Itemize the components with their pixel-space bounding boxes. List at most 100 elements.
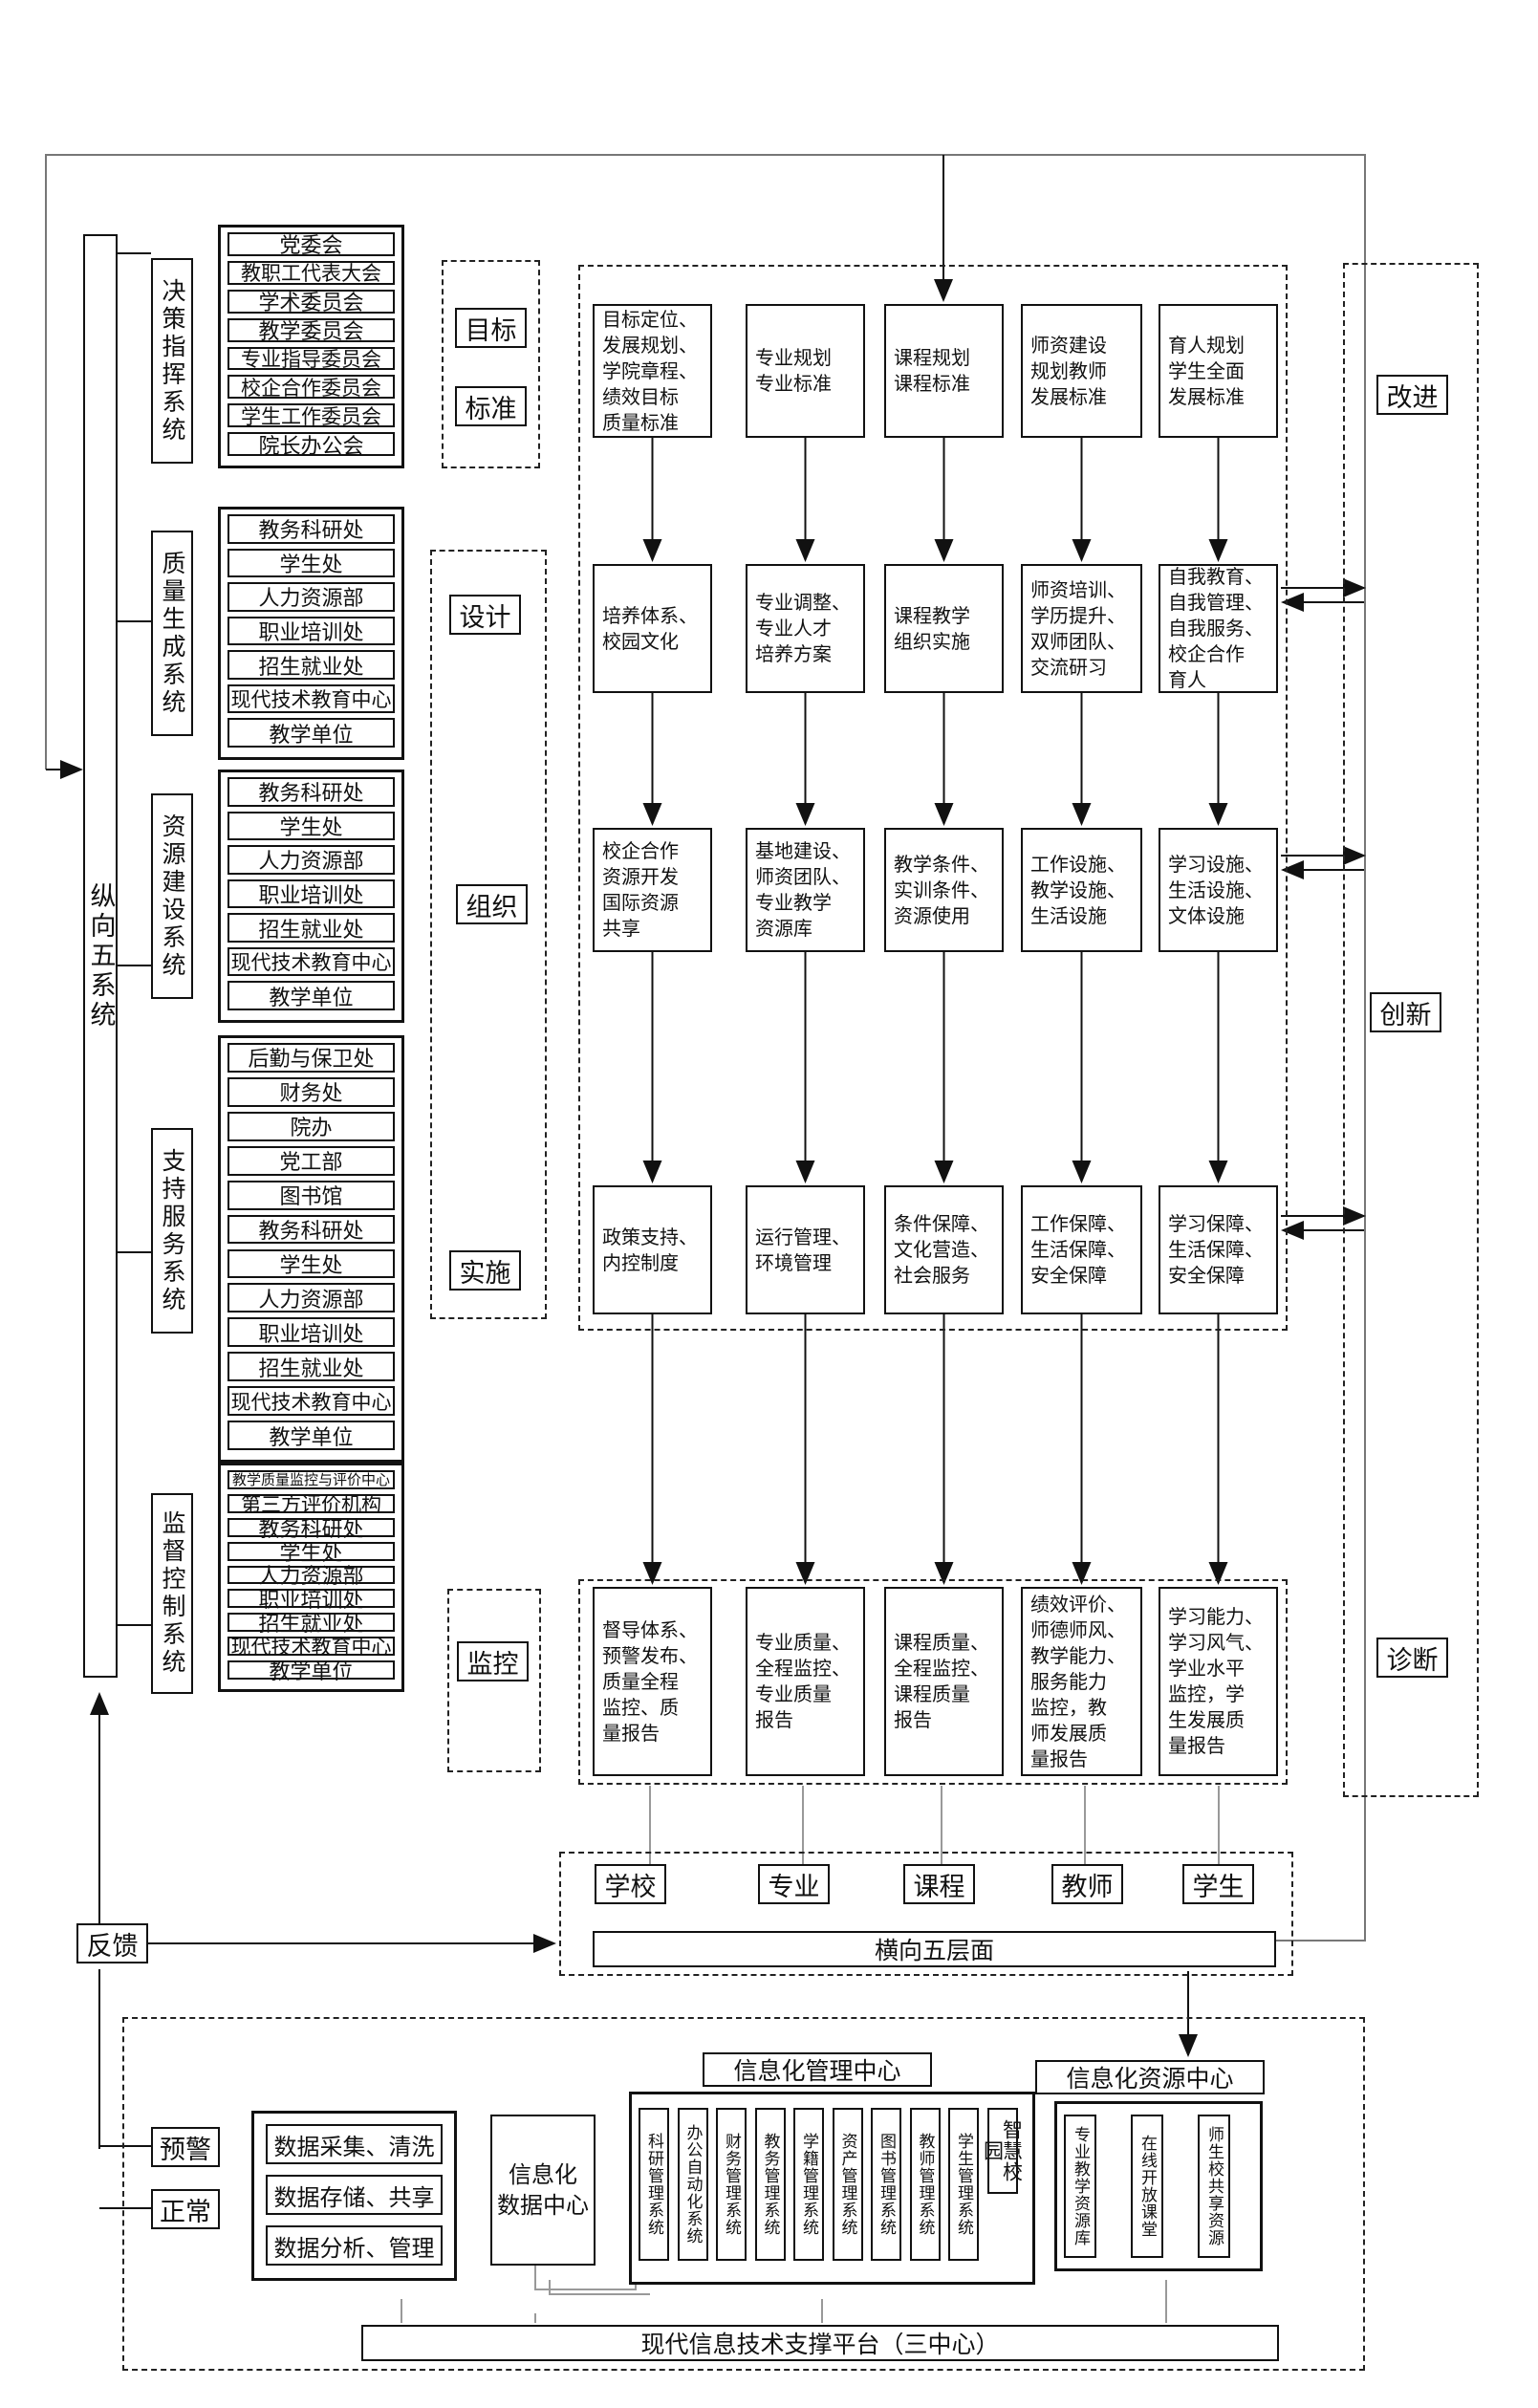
system-item: 院长办公会 (227, 432, 395, 459)
system-item: 职业培训处 (227, 616, 395, 646)
feedback-box: 反馈 (76, 1923, 148, 1963)
grid-row3-col2: 基地建设、 师资团队、 专业教学 资源库 (746, 828, 865, 952)
grid-row2-col3: 课程教学 组织实施 (884, 564, 1004, 693)
mgmt-system-8: 教师管理系统 (909, 2108, 941, 2261)
mgmt-system-5: 学籍管理系统 (793, 2108, 824, 2261)
system-item: 第三方评价机构 (227, 1493, 395, 1516)
layer-1: 学校 (595, 1864, 666, 1904)
grid-row5-col5: 学习能力、 学习风气、 学业水平 监控，学 生发展质 量报告 (1159, 1587, 1278, 1776)
stage-organize: 组织 (456, 884, 528, 924)
system-name-1: 决策指挥系统 (151, 258, 193, 464)
system-item: 党委会 (227, 232, 395, 258)
warning-box: 预警 (151, 2127, 220, 2167)
horizontal-five-layers-bar: 横向五层面 (593, 1931, 1276, 1967)
stage-design: 设计 (449, 595, 521, 635)
grid-row5-col2: 专业质量、 全程监控、 专业质量 报告 (746, 1587, 865, 1776)
system-item: 学术委员会 (227, 289, 395, 315)
mgmt-system-10: 智慧校园 (982, 2108, 1024, 2194)
system-item: 专业指导委员会 (227, 346, 395, 371)
system-item: 教学单位 (227, 1421, 395, 1450)
grid-row4-col2: 运行管理、 环境管理 (746, 1185, 865, 1314)
system-item: 学生处 (227, 548, 395, 578)
layer-4: 教师 (1051, 1864, 1123, 1904)
system-item: 职业培训处 (227, 879, 395, 909)
system-name-3: 资源建设系统 (151, 793, 193, 999)
system-item: 校企合作委员会 (227, 375, 395, 400)
system-panel-1 (218, 225, 404, 468)
stage-standard: 标准 (455, 386, 527, 426)
system-item: 学生处 (227, 1542, 395, 1566)
grid-row2-col5: 自我教育、 自我管理、 自我服务、 校企合作 育人 (1159, 564, 1278, 693)
data-op-1: 数据采集、清洗 (266, 2124, 443, 2164)
system-panel-5 (218, 1463, 404, 1692)
system-item: 教学质量监控与评价中心 (227, 1470, 395, 1489)
target-standard-group (442, 260, 540, 468)
system-item: 教学单位 (227, 718, 395, 748)
system-item: 现代技术教育中心 (227, 683, 395, 714)
stage-implement: 实施 (449, 1250, 521, 1291)
system-panel-4 (218, 1035, 404, 1463)
grid-row3-col3: 教学条件、 实训条件、 资源使用 (884, 828, 1004, 952)
grid-row4-col3: 条件保障、 文化营造、 社会服务 (884, 1185, 1004, 1314)
resource-item-1: 专业教学资源库 (1064, 2115, 1096, 2258)
mgmt-system-6: 资产管理系统 (832, 2108, 863, 2261)
grid-row3-col4: 工作设施、 教学设施、 生活设施 (1021, 828, 1142, 952)
system-item: 招生就业处 (227, 1613, 395, 1637)
grid-row5-col3: 课程质量、 全程监控、 课程质量 报告 (884, 1587, 1004, 1776)
design-organize-implement-group (430, 550, 547, 1319)
data-center-box: 信息化 数据中心 (490, 2115, 596, 2266)
grid-row3-col1: 校企合作 资源开发 国际资源 共享 (593, 828, 712, 952)
data-op-3: 数据分析、管理 (266, 2225, 443, 2266)
grid-row1-col2: 专业规划 专业标准 (746, 304, 865, 438)
system-item: 教务科研处 (227, 777, 395, 807)
system-item: 教职工代表大会 (227, 260, 395, 285)
resource-item-2: 在线开放课堂 (1131, 2115, 1163, 2258)
system-item: 现代技术教育中心 (227, 946, 395, 977)
system-item: 财务处 (227, 1076, 395, 1107)
system-item: 人力资源部 (227, 1565, 395, 1589)
system-item: 图书馆 (227, 1180, 395, 1210)
stage-monitor: 监控 (457, 1641, 529, 1681)
grid-row2-col2: 专业调整、 专业人才 培养方案 (746, 564, 865, 693)
mgmt-system-3: 财务管理系统 (716, 2108, 747, 2261)
system-item: 党工部 (227, 1145, 395, 1176)
system-name-2: 质量生成系统 (151, 531, 193, 736)
grid-row4-col4: 工作保障、 生活保障、 安全保障 (1021, 1185, 1142, 1314)
grid-row5-col1: 督导体系、 预警发布、 质量全程 监控、质 量报告 (593, 1587, 712, 1776)
system-item: 教学委员会 (227, 317, 395, 344)
five-layers-frame (559, 1852, 1293, 1976)
system-item: 招生就业处 (227, 650, 395, 680)
grid-row1-col1: 目标定位、 发展规划、 学院章程、 绩效目标 质量标准 (593, 304, 712, 438)
stage-target: 目标 (455, 308, 527, 348)
system-item: 现代技术教育中心 (227, 1636, 395, 1659)
system-item: 人力资源部 (227, 845, 395, 875)
mgmt-system-7: 图书管理系统 (871, 2108, 901, 2261)
mgmt-system-4: 教务管理系统 (754, 2108, 786, 2261)
layer-3: 课程 (903, 1864, 975, 1904)
innovate-box: 创新 (1370, 992, 1441, 1032)
vertical-five-systems-bar: 纵向五系统 (83, 234, 118, 1678)
information-platform-frame (122, 2017, 1365, 2371)
system-name-4: 支持服务系统 (151, 1128, 193, 1334)
data-op-2: 数据存储、共享 (266, 2175, 443, 2215)
grid-row1-col3: 课程规划 课程标准 (884, 304, 1004, 438)
grid-row4-col1: 政策支持、 内控制度 (593, 1185, 712, 1314)
system-item: 学生工作委员会 (227, 403, 395, 428)
system-item: 教务科研处 (227, 514, 395, 544)
grid-row1-col4: 师资建设 规划教师 发展标准 (1021, 304, 1142, 438)
monitor-group (447, 1589, 541, 1772)
system-item: 学生处 (227, 1248, 395, 1279)
platform-bar: 现代信息技术支撑平台（三中心） (361, 2325, 1279, 2361)
improve-box: 改进 (1376, 375, 1448, 415)
system-item: 教务科研处 (227, 1518, 395, 1542)
mgmt-system-1: 科研管理系统 (639, 2108, 669, 2261)
grid-row3-col5: 学习设施、 生活设施、 文体设施 (1159, 828, 1278, 952)
system-panel-3 (218, 770, 404, 1023)
grid-row5-col4: 绩效评价、 师德师风、 教学能力、 服务能力 监控，教 师发展质 量报告 (1021, 1587, 1142, 1776)
system-item: 教学单位 (227, 1660, 395, 1684)
main-grid-frame (578, 265, 1288, 1331)
right-diagnosis-frame (1343, 263, 1479, 1797)
grid-row4-col5: 学习保障、 生活保障、 安全保障 (1159, 1185, 1278, 1314)
system-item: 学生处 (227, 811, 395, 841)
